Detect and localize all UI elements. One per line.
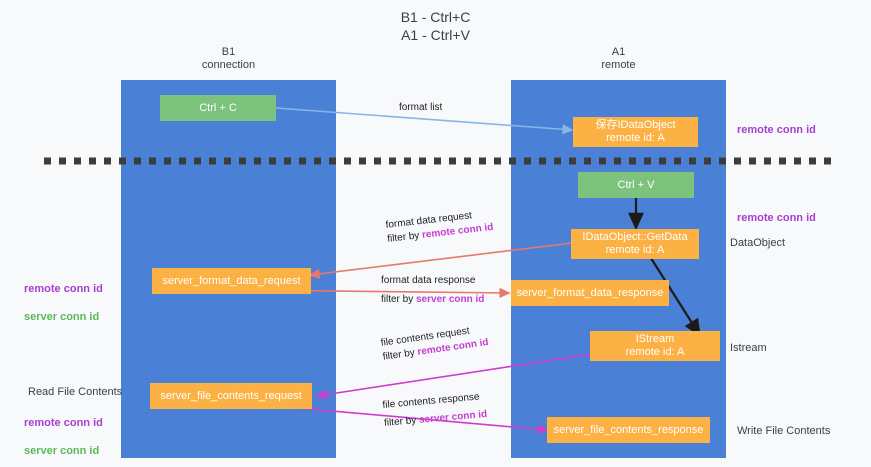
node-getdata[interactable]: IDataObject::GetData remote id: A (571, 229, 699, 259)
node-save-idataobject-line1: 保存IDataObject (595, 119, 676, 131)
edge-label-format-data-response-prefix: filter by (381, 294, 417, 305)
edge-label-file-contents-response-highlight: server conn id (418, 408, 488, 426)
edge-label-file-contents-response-prefix: filter by (383, 414, 420, 429)
node-save-idataobject-line2: remote id: A (606, 132, 665, 144)
side-label-istream: Istream (730, 342, 767, 354)
side-label-conn-ids-bottom-remote: remote conn id (24, 417, 103, 429)
node-istream-line2: remote id: A (625, 346, 685, 358)
node-ctrl-c-label: Ctrl + C (199, 101, 237, 114)
side-label-conn-ids-mid-server: server conn id (24, 311, 100, 323)
lane-title-b1: B1 connection (201, 46, 256, 71)
edge-label-file-contents-request-prefix: filter by (382, 346, 419, 363)
edge-label-format-list: format list (399, 101, 442, 115)
edge-label-format-data-response-highlight: server conn id (416, 294, 485, 305)
node-server-format-data-request-label: server_format_data_request (162, 274, 301, 287)
node-ctrl-v-label: Ctrl + V (617, 178, 655, 191)
side-label-conn-ids-mid: remote conn id server conn id (24, 268, 103, 338)
node-server-file-contents-request[interactable]: server_file_contents_request (150, 383, 312, 409)
node-server-file-contents-response-label: server_file_contents_response (553, 423, 704, 436)
node-istream[interactable]: IStream remote id: A (590, 331, 720, 361)
node-server-format-data-request[interactable]: server_format_data_request (152, 268, 311, 294)
edge-label-format-data-request: format data request filter by remote con… (385, 207, 494, 247)
side-label-remote-conn-id-mid: remote conn id (737, 212, 816, 224)
edge-label-file-contents-response: file contents response filter by server … (382, 390, 488, 431)
edge-label-format-data-response: format data response filter by server co… (381, 274, 484, 307)
node-getdata-line2: remote id: A (605, 244, 665, 256)
side-label-conn-ids-bottom: remote conn id server conn id (24, 402, 103, 467)
edge-label-format-list-text: format list (399, 102, 443, 113)
node-server-format-data-response-label: server_format_data_response (516, 286, 664, 299)
side-label-conn-ids-mid-remote: remote conn id (24, 283, 103, 295)
node-server-file-contents-request-label: server_file_contents_request (160, 389, 302, 402)
edge-label-format-data-request-prefix: filter by (386, 229, 423, 245)
node-getdata-line1: IDataObject::GetData (582, 231, 688, 243)
side-label-dataobject: DataObject (730, 237, 786, 249)
side-label-remote-conn-id-top: remote conn id (737, 124, 816, 136)
node-ctrl-c[interactable]: Ctrl + C (160, 95, 276, 121)
side-label-read-file-contents: Read File Contents (28, 386, 123, 398)
page-title: B1 - Ctrl+C A1 - Ctrl+V (400, 9, 471, 43)
side-label-conn-ids-bottom-server: server conn id (24, 445, 100, 457)
edge-label-file-contents-request: file contents request filter by remote c… (380, 322, 490, 365)
edge-label-format-data-response-line2: filter by server conn id (381, 293, 484, 307)
node-server-format-data-response[interactable]: server_format_data_response (511, 280, 669, 306)
node-save-idataobject[interactable]: 保存IDataObject remote id: A (573, 117, 698, 147)
lane-title-a1: A1 remote (601, 46, 636, 71)
edge-label-format-data-response-line1: format data response (381, 275, 476, 286)
node-istream-line1: IStream (635, 333, 675, 345)
node-ctrl-v[interactable]: Ctrl + V (578, 172, 694, 198)
side-label-write-file-contents: Write File Contents (737, 425, 831, 437)
node-server-file-contents-response[interactable]: server_file_contents_response (547, 417, 710, 443)
